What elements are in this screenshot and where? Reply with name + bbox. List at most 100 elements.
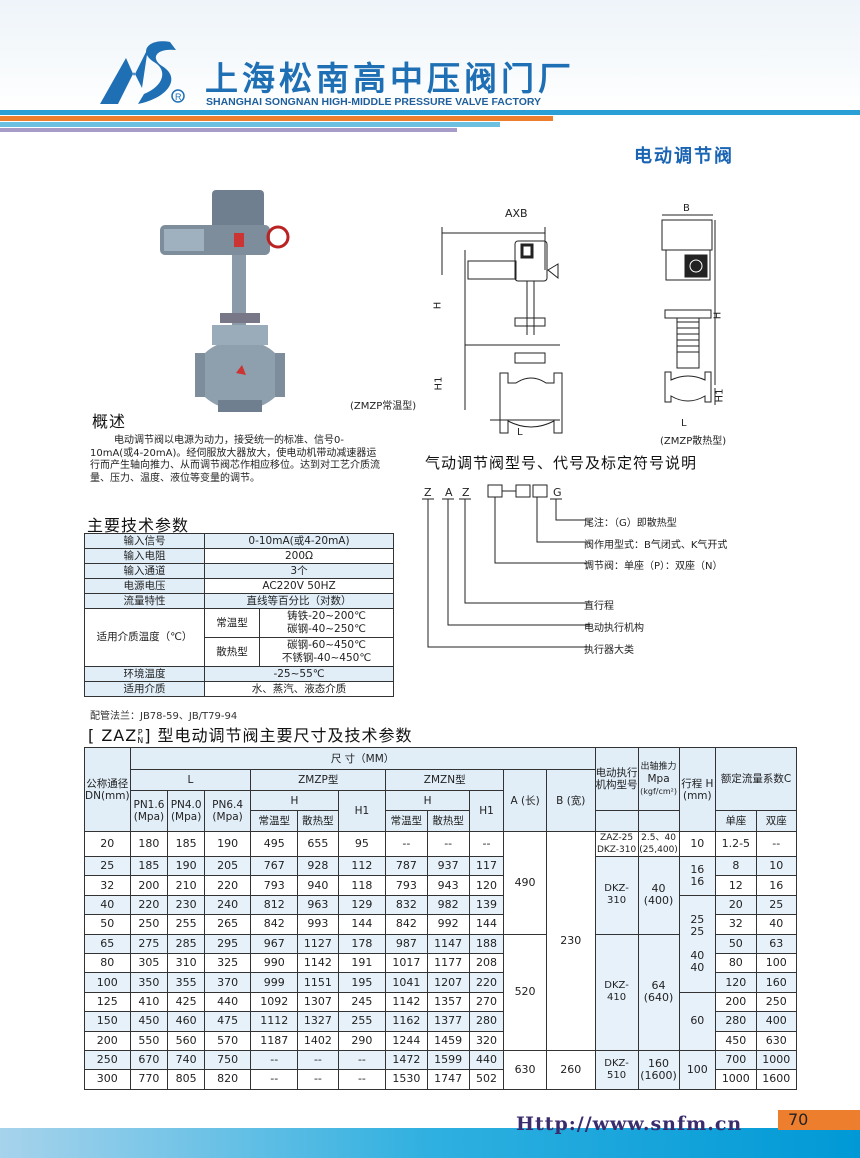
- param-label: 电源电压: [84, 578, 205, 594]
- page-title: 电动调节阀: [634, 146, 734, 167]
- thrust-unit-alt: (kgf/cm²): [640, 787, 677, 796]
- table-cell: 1041: [385, 972, 428, 993]
- temp-type: 散热型: [204, 637, 260, 667]
- param-value: 0-10mA(或4-20mA): [204, 533, 394, 549]
- param-value: -25~55℃: [204, 666, 394, 682]
- stripe-blue: [0, 110, 860, 115]
- merged-cell-stroke: 10: [678, 831, 717, 857]
- table-cell: 999: [250, 972, 299, 993]
- code-item-class: 执行器大类: [584, 645, 634, 656]
- param-label: 适用介质: [84, 681, 205, 697]
- company-name-cn: 上海松南高中压阀门厂: [205, 59, 575, 98]
- table-cell: 250: [755, 991, 797, 1013]
- code-heading: 气动调节阀型号、代号及标定符号说明: [425, 454, 698, 472]
- header-zmzn: ZMZN型: [385, 769, 505, 791]
- stripe-purple: [0, 128, 457, 132]
- table-cell: 250: [84, 1049, 131, 1071]
- overview-heading: 概述: [92, 412, 127, 431]
- table-cell: 940: [297, 875, 339, 896]
- table-cell: 180: [129, 831, 169, 857]
- temp-type: 常温型: [204, 608, 260, 638]
- param-label-temp: 适用介质温度（℃）: [84, 608, 205, 667]
- dim-label-h: H: [432, 301, 444, 310]
- table-cell: 495: [250, 831, 299, 857]
- table-cell: 937: [426, 855, 470, 877]
- code-letter-a: A: [445, 486, 453, 499]
- table-cell: 125: [84, 991, 131, 1013]
- table-cell: 220: [129, 894, 169, 916]
- table-cell: 32: [84, 875, 131, 896]
- table-cell: --: [385, 831, 428, 857]
- table-cell: 1307: [297, 991, 339, 1013]
- header-double: 双座: [755, 810, 797, 832]
- table-cell: 10: [755, 855, 797, 877]
- thrust-label: 出轴推力: [640, 762, 677, 772]
- title-sub: N: [137, 735, 145, 745]
- table-cell: 205: [203, 855, 252, 877]
- table-cell: 350: [129, 972, 169, 993]
- table-cell: 32: [715, 914, 757, 935]
- table-cell: 1459: [426, 1030, 470, 1051]
- param-value: 200Ω: [204, 548, 394, 564]
- param-label: 输入信号: [84, 533, 205, 549]
- table-cell: 842: [385, 914, 428, 935]
- table-cell: 1151: [297, 972, 339, 993]
- table-cell: 992: [426, 914, 470, 935]
- header-background: [0, 0, 860, 110]
- caption-normal-type: (ZMZP常温型): [350, 401, 417, 412]
- table-cell: 1.2-5: [715, 831, 757, 857]
- table-cell: 95: [337, 831, 387, 857]
- table-cell: 295: [203, 933, 252, 954]
- merged-cell-B: 260: [546, 1049, 596, 1090]
- table-cell: 265: [203, 914, 252, 935]
- merged-cell-act: DKZ-510: [594, 1049, 639, 1090]
- table-cell: 1142: [297, 952, 339, 974]
- dim-label-h1: H1: [433, 376, 445, 391]
- table-cell: 450: [129, 1011, 169, 1032]
- table-cell: 560: [167, 1030, 205, 1051]
- merged-cell-stroke: 16 16: [678, 856, 717, 896]
- table-cell: 80: [715, 952, 757, 974]
- table-cell: 963: [297, 894, 339, 916]
- website-link[interactable]: Http://www.snfm.cn: [516, 1113, 743, 1135]
- table-cell: 1599: [426, 1049, 470, 1071]
- merged-cell-A: 630: [503, 1049, 547, 1090]
- header-pn40: PN4.0 (Mpa): [167, 790, 205, 832]
- table-cell: 355: [167, 972, 205, 993]
- table-cell: 1187: [250, 1030, 299, 1051]
- merged-cell-thrust: 2.5、40 (25,400): [637, 831, 680, 857]
- table-cell: 1357: [426, 991, 470, 1013]
- table-cell: 150: [84, 1011, 131, 1032]
- stripe-lightblue: [0, 122, 500, 127]
- table-cell: 16: [755, 875, 797, 896]
- header-pn64: PN6.4 (Mpa): [203, 790, 252, 832]
- header-zmzp-normal: 常温型: [250, 810, 299, 832]
- table-cell: 40: [84, 894, 131, 916]
- merged-cell-A: 520: [503, 933, 547, 1051]
- header-flow: 额定流量系数C: [715, 747, 797, 811]
- merged-cell-act: DKZ-310: [594, 856, 639, 935]
- code-item-action: 阀作用型式：B气闭式、K气开式: [584, 540, 728, 551]
- table-cell: 117: [468, 855, 505, 877]
- dim-label-l-heat: L: [681, 418, 687, 429]
- table-cell: 300: [84, 1069, 131, 1090]
- header-zmzp-heat: 散热型: [297, 810, 339, 832]
- table-cell: 1327: [297, 1011, 339, 1032]
- code-item-actuator: 电动执行机构: [584, 623, 644, 634]
- merged-cell-thrust: 40 (400): [637, 856, 680, 935]
- merged-cell-stroke: 60: [678, 991, 717, 1051]
- code-item-stroke: 直行程: [584, 601, 614, 612]
- param-label: 环境温度: [84, 666, 205, 682]
- table-cell: 230: [167, 894, 205, 916]
- table-cell: 1017: [385, 952, 428, 974]
- dim-label-l: L: [517, 427, 523, 438]
- table-cell: 290: [337, 1030, 387, 1051]
- table-cell: 1127: [297, 933, 339, 954]
- table-cell: 440: [468, 1049, 505, 1071]
- table-cell: 200: [715, 991, 757, 1013]
- table-cell: 50: [84, 914, 131, 935]
